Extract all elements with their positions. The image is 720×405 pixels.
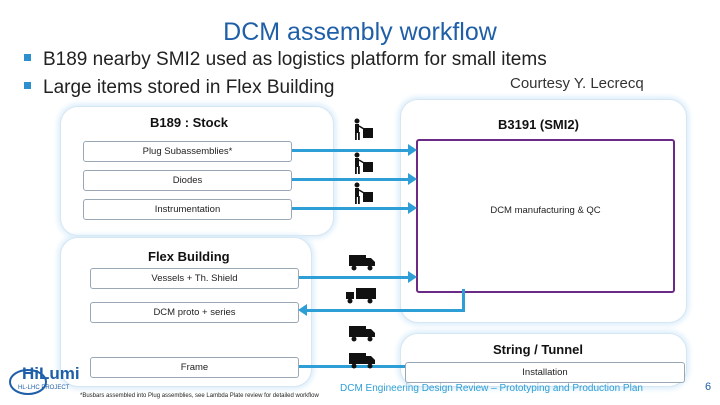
flex-item: DCM proto + series	[90, 302, 299, 323]
b189-item: Plug Subassemblies*	[83, 141, 292, 162]
b189-item: Instrumentation	[83, 199, 292, 220]
person-trolley-icon	[354, 152, 373, 174]
bullet-2: Large items stored in Flex Building	[24, 77, 334, 99]
return-arrow-line	[305, 309, 465, 312]
flex-item: Vessels + Th. Shield	[90, 268, 299, 289]
arrow-right-icon	[408, 144, 417, 156]
string-title: String / Tunnel	[493, 342, 584, 357]
bullet-2-text: Large items stored in Flex Building	[43, 77, 335, 98]
arrow-line	[292, 149, 410, 152]
truck-icon	[349, 353, 375, 369]
arrow-line	[299, 276, 410, 279]
logo-text: HiLumi	[22, 364, 80, 383]
truck-icon	[349, 255, 375, 271]
b189-title: B189 : Stock	[150, 115, 229, 130]
truck-icon	[349, 326, 375, 342]
forklift-truck-icon	[346, 288, 376, 304]
person-trolley-icon	[354, 182, 373, 204]
bullet-1: B189 nearby SMI2 used as logistics platf…	[24, 49, 547, 71]
arrow-line	[292, 207, 410, 210]
arrow-right-icon	[408, 271, 417, 283]
arrow-right-icon	[408, 202, 417, 214]
dcm-manufacturing-box: DCM manufacturing & QC	[416, 139, 675, 293]
dcm-manufacturing-label: DCM manufacturing & QC	[490, 205, 601, 216]
person-trolley-icon	[354, 118, 373, 140]
flex-item: Frame	[90, 357, 299, 378]
bullet-marker-icon	[24, 54, 31, 62]
bullet-marker-icon	[24, 82, 31, 90]
string-item: Installation	[405, 362, 685, 383]
bullet-1-text: B189 nearby SMI2 used as logistics platf…	[43, 49, 547, 70]
hilumi-logo-icon	[9, 369, 47, 395]
hilumi-logo: HiLumi HL-LHC PROJECT	[8, 362, 80, 398]
page-number: 6	[705, 381, 712, 393]
flex-title: Flex Building	[148, 249, 230, 264]
arrow-right-icon	[408, 173, 417, 185]
logo-subtext: HL-LHC PROJECT	[18, 385, 70, 391]
slide-title: DCM assembly workflow	[223, 18, 497, 46]
arrow-left-icon	[298, 304, 307, 316]
arrow-line	[292, 178, 410, 181]
b189-item: Diodes	[83, 170, 292, 191]
b3191-title: B3191 (SMI2)	[498, 117, 579, 132]
footer-text: DCM Engineering Design Review – Prototyp…	[340, 383, 643, 394]
footnote: *Busbars assembled into Plug assemblies,…	[80, 393, 319, 399]
courtesy-note: Courtesy Y. Lecrecq	[510, 75, 644, 92]
return-arrow-line	[462, 289, 465, 311]
